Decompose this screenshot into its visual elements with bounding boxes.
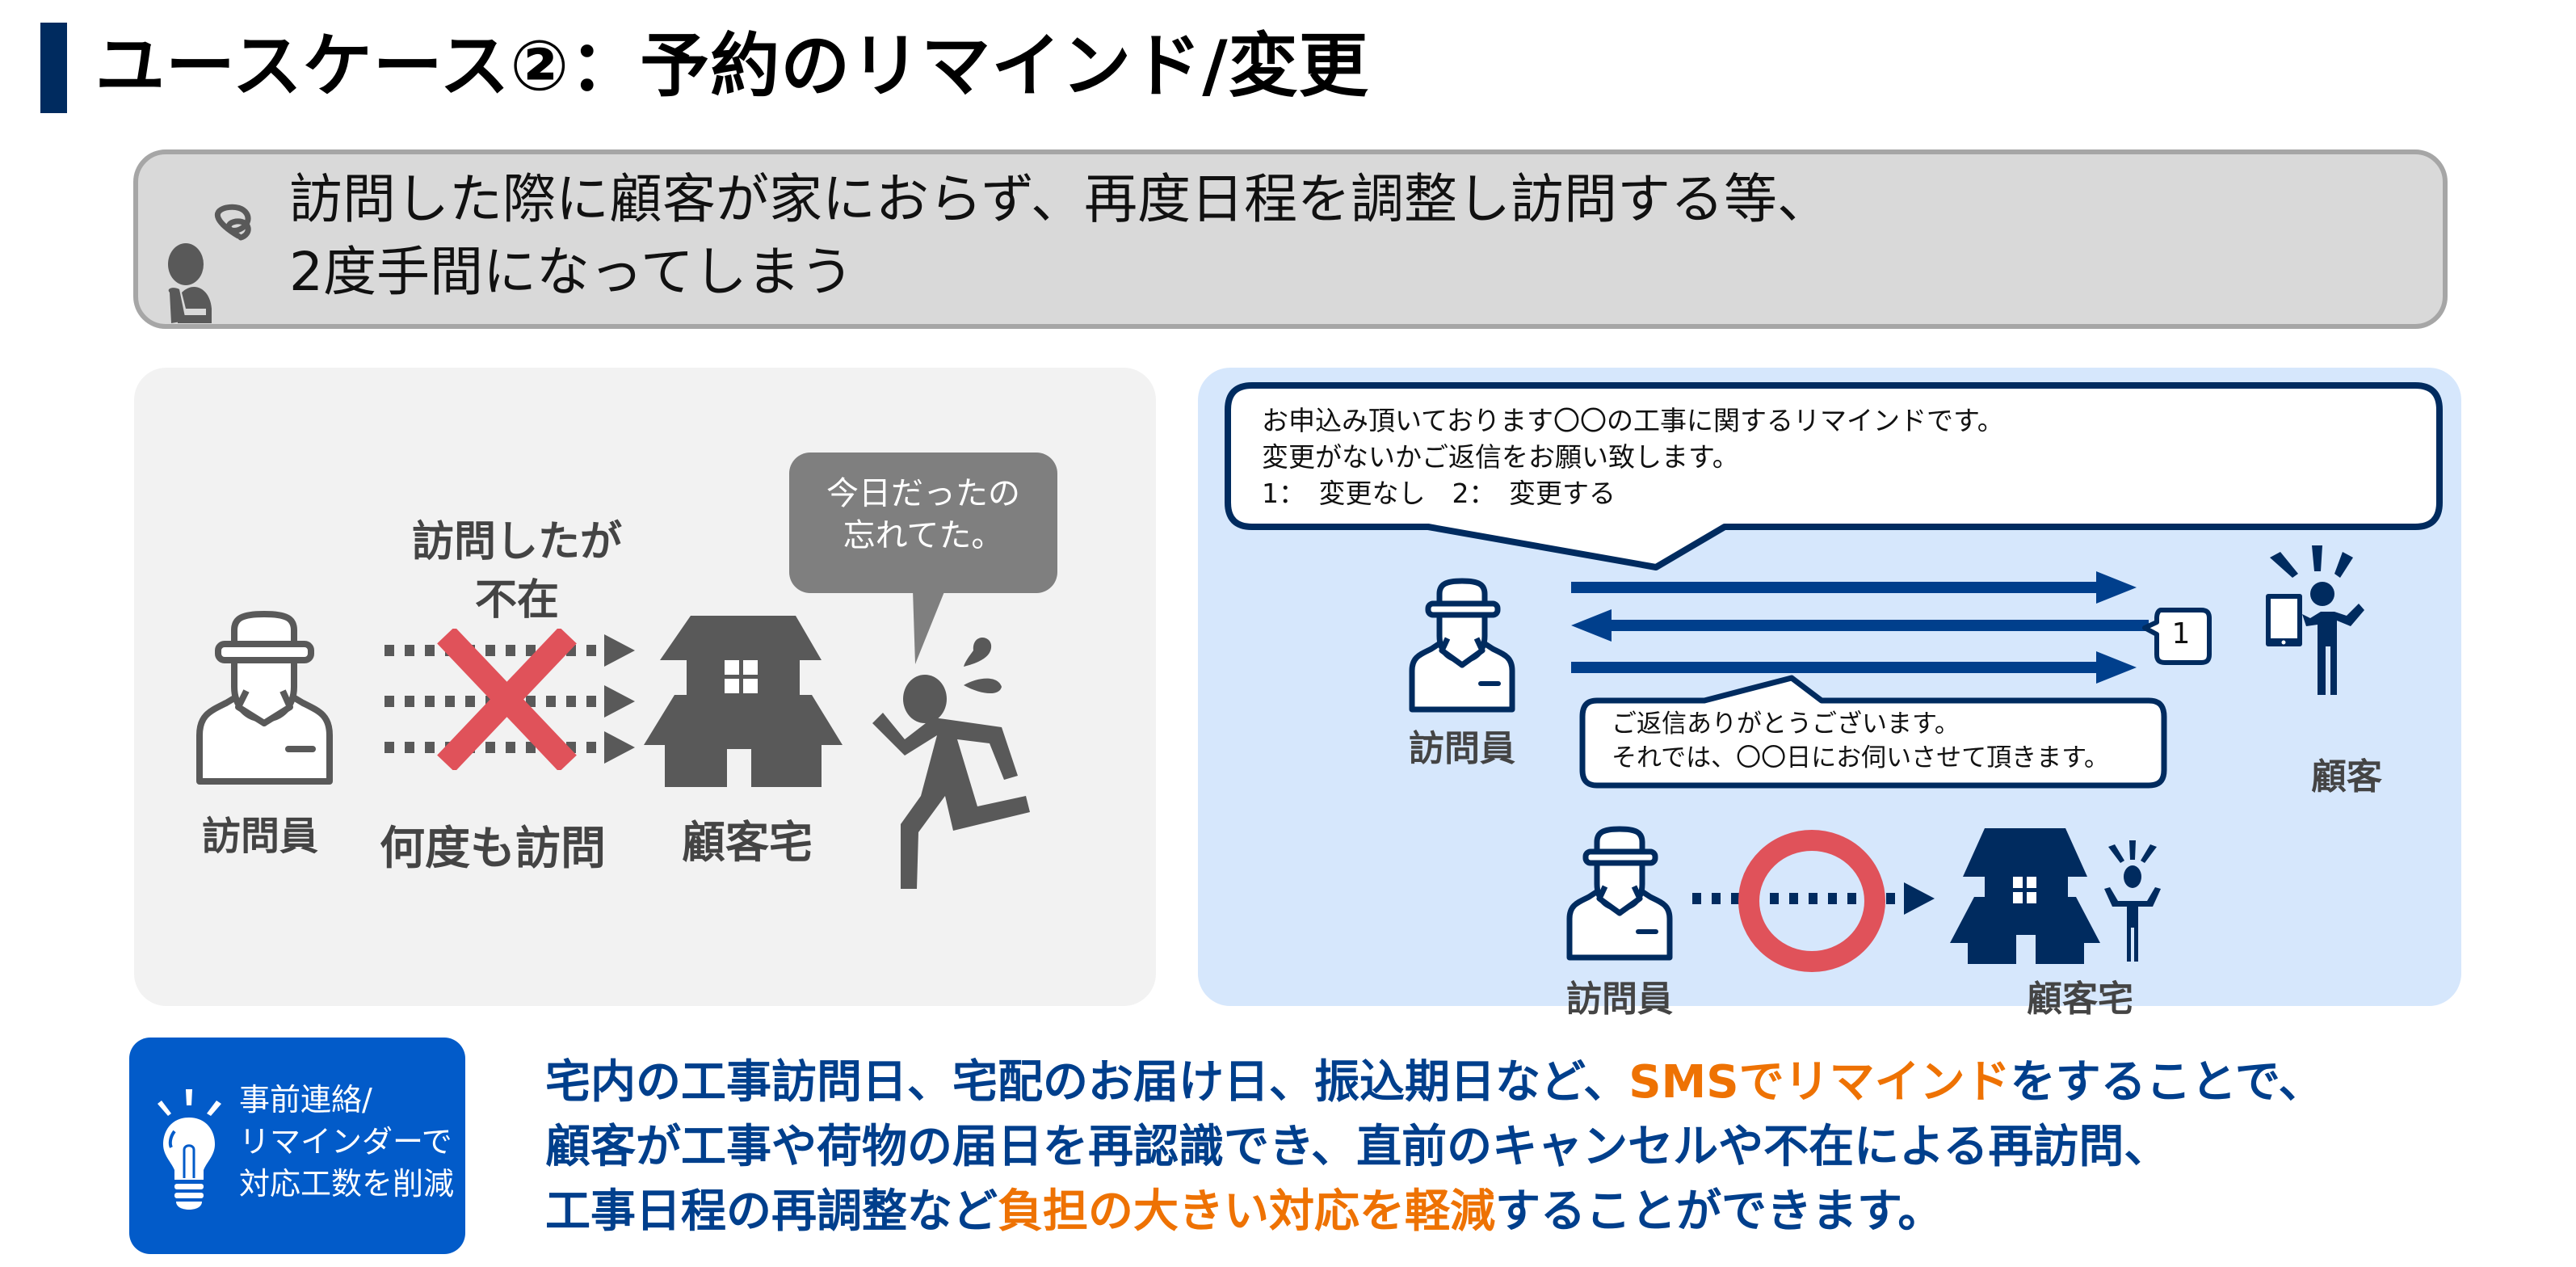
summary-highlight-burden: 負担の大きい対応を軽減 — [998, 1185, 1495, 1238]
summary-line-2: 顧客が工事や荷物の届日を再認識でき、直前のキャンセルや不在による再訪問、 — [545, 1121, 2170, 1173]
worried-person-icon — [168, 204, 251, 323]
sms-line-1: お申込み頂いております〇〇の工事に関するリマインドです。 — [1262, 405, 2004, 436]
problem-line-2: 2度手間になってしまう — [289, 241, 854, 303]
tip-line-2: リマインダーで — [239, 1124, 452, 1160]
summary-line-1-b: をすることで、 — [2010, 1056, 2324, 1109]
visitor-label: 訪問員 — [201, 814, 318, 859]
sms-reminder-bubble — [1225, 382, 2443, 570]
reply-confirmation-text: ご返信ありがとうございます。 それでは、〇〇日にお伺いさせて頂きます。 — [1612, 707, 2109, 775]
reply-badge-bubble — [2142, 608, 2212, 665]
visitor-icon — [196, 611, 333, 785]
sms-exchange-arrows-icon — [1571, 571, 2149, 684]
cross-mark-icon — [437, 629, 577, 770]
house-icon — [644, 616, 843, 787]
sms-reminder-text: お申込み頂いております〇〇の工事に関するリマインドです。 変更がないかご返信をお… — [1262, 402, 2004, 511]
summary-highlight-sms: SMSでリマインド — [1628, 1056, 2011, 1109]
visited-label-line-2: 不在 — [474, 576, 559, 625]
customer-speech-bubble — [789, 452, 1057, 593]
visited-absent-label: 訪問したが 不在 — [355, 513, 679, 629]
circle-mark-icon — [1738, 830, 1885, 972]
lightbulb-icon — [158, 1089, 221, 1210]
summary-line-1-a: 宅内の工事訪問日、宅配のお届け日、振込期日など、 — [545, 1056, 1629, 1109]
visitor-icon — [1409, 578, 1515, 713]
reply-line-1: ご返信ありがとうございます。 — [1612, 709, 1960, 739]
summary-line-3-a: 工事日程の再調整など — [545, 1185, 998, 1238]
visitor-icon — [1566, 826, 1673, 961]
problem-statement-box — [133, 149, 2448, 329]
tip-line-1: 事前連絡/ — [239, 1082, 372, 1118]
tip-text: 事前連絡/ リマインダーで 対応工数を削減 — [239, 1079, 454, 1205]
customer-label: 顧客 — [2311, 756, 2382, 798]
tip-line-3: 対応工数を削減 — [239, 1166, 455, 1202]
summary-text: 宅内の工事訪問日、宅配のお届け日、振込期日など、SMSでリマインドをすることで、… — [545, 1050, 2324, 1244]
problem-line-1: 訪問した際に顧客が家におらず、再度日程を調整し訪問する等、 — [289, 168, 1831, 230]
visitor-label: 訪問員 — [1566, 979, 1673, 1020]
running-person-icon — [872, 637, 1030, 889]
visited-label-line-1: 訪問したが — [411, 518, 622, 566]
problem-text: 訪問した際に顧客が家におらず、再度日程を調整し訪問する等、 2度手間になってしま… — [289, 163, 1830, 309]
customer-speech-text: 今日だったの 忘れてた。 — [826, 475, 1020, 554]
repeat-visit-label: 何度も訪問 — [380, 823, 606, 875]
house-icon — [1950, 828, 2100, 964]
summary-line-3: 工事日程の再調整など負担の大きい対応を軽減することができます。 — [545, 1180, 2324, 1244]
surprised-person-icon — [2104, 840, 2161, 962]
summary-line-3-b: することができます。 — [1495, 1185, 1944, 1238]
speech-bubble-tail — [913, 590, 945, 664]
reply-line-2: それでは、〇〇日にお伺いさせて頂きます。 — [1612, 743, 2109, 772]
sms-line-3: 1： 変更なし 2： 変更する — [1262, 478, 1616, 509]
summary-line-1: 宅内の工事訪問日、宅配のお届け日、振込期日など、SMSでリマインドをすることで、 — [545, 1050, 2324, 1115]
visitor-label: 訪問員 — [1409, 728, 1515, 769]
customer-house-label: 顧客宅 — [2027, 979, 2133, 1020]
smartphone-person-icon — [2266, 545, 2364, 695]
title-accent-bar — [40, 23, 67, 113]
customer-house-label: 顧客宅 — [682, 817, 813, 868]
sms-line-2: 変更がないかご返信をお願い致します。 — [1262, 441, 1739, 473]
reply-confirmation-bubble — [1579, 675, 2167, 789]
reply-badge-text: 1 — [2171, 617, 2191, 650]
page-title: ユースケース②：予約のリマインド/変更 — [95, 26, 1369, 107]
